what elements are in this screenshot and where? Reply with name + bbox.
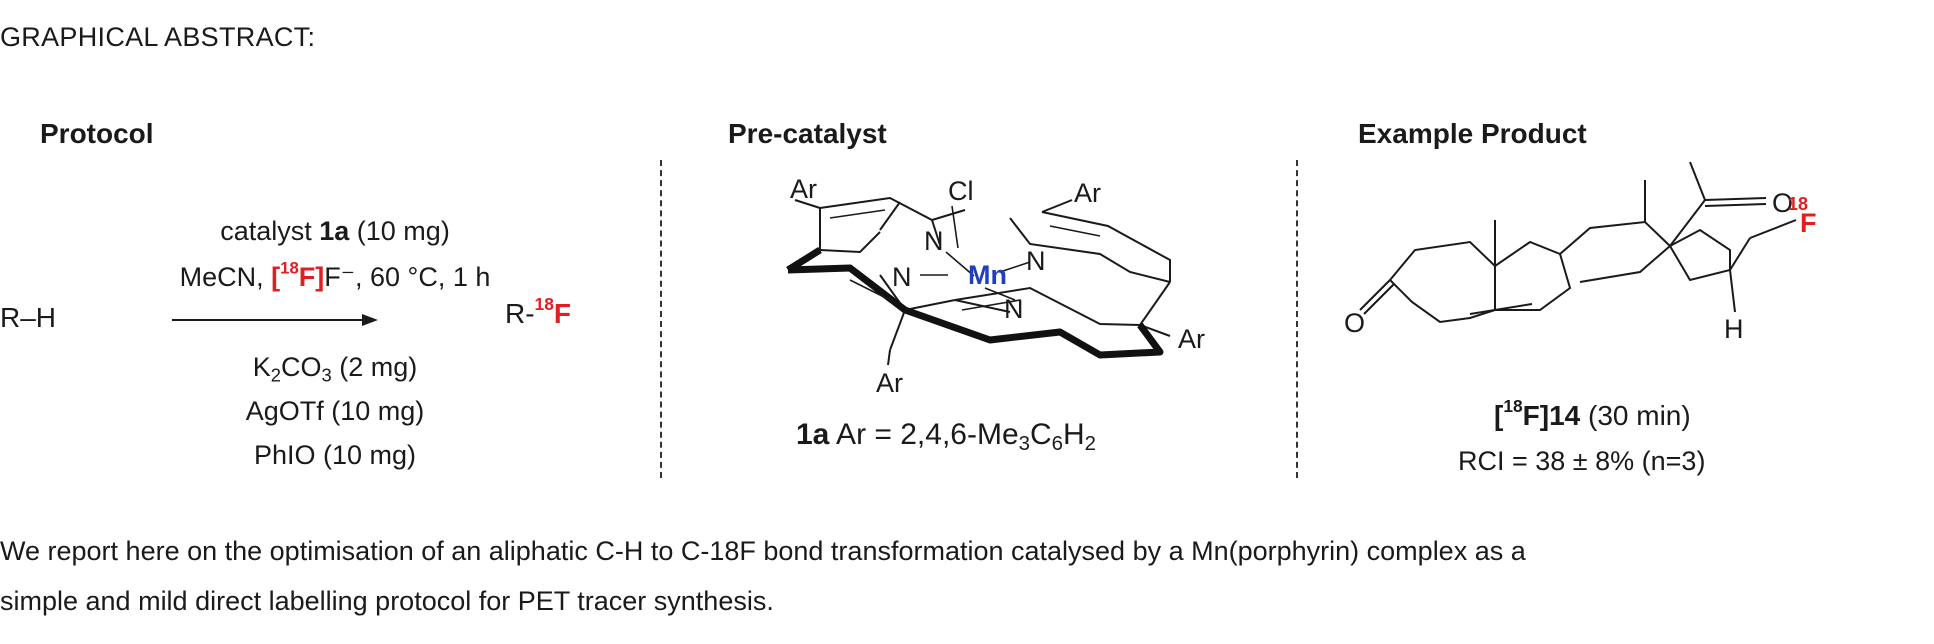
steroid-structure: O O H 18 F [1344,161,1817,344]
precatalyst-title: Pre-catalyst [728,118,887,149]
condition-silver: AgOTf (10 mg) [245,396,425,426]
condition-solvent: MeCN, [18F]F⁻, 60 °C, 1 h [179,258,491,292]
condition-oxidant: PhIO (10 mg) [253,440,417,470]
summary-line-2: simple and mild direct labelling protoco… [0,586,774,616]
reaction-arrow [172,314,378,326]
product-r18f: R-18F [505,293,571,329]
ar-label-right: Ar [1178,324,1205,354]
ar-label-bottom: Ar [876,368,903,398]
summary-line-1: We report here on the optimisation of an… [0,536,1526,566]
mn-atom: Mn [968,260,1007,290]
ar-label-left: Ar [790,174,817,204]
example-caption: [18F]14 (30 min) [1494,395,1691,431]
divider-left [660,160,662,478]
n-atom-left: N [892,262,912,292]
protocol-title: Protocol [40,118,154,149]
ketone-o-ring-a: O [1344,308,1365,338]
n-atom-right: N [1026,246,1046,276]
acetyl-o: O [1772,188,1793,218]
f18-atom: F [1800,208,1817,238]
h-atom: H [1724,314,1744,344]
n-atom-bottom: N [1004,294,1024,324]
ar-label-top: Ar [1074,178,1101,208]
porphyrin-structure: Ar Ar Ar Ar Cl Mn N N N N [786,174,1205,398]
graphical-abstract-heading: GRAPHICAL ABSTRACT: [0,22,316,52]
condition-catalyst: catalyst 1a (10 mg) [220,216,450,246]
rci-value: RCI = 38 ± 8% (n=3) [1458,446,1706,476]
precatalyst-caption: 1a Ar = 2,4,6-Me3C6H2 [796,418,1097,456]
divider-right [1296,160,1298,478]
cl-atom: Cl [948,176,974,206]
f18-sup: 18 [1788,194,1808,214]
example-product-title: Example Product [1358,118,1587,149]
n-atom-top: N [924,226,944,256]
substrate-rh: R–H [0,302,57,333]
condition-base: K2CO3 (2 mg) [252,352,418,386]
